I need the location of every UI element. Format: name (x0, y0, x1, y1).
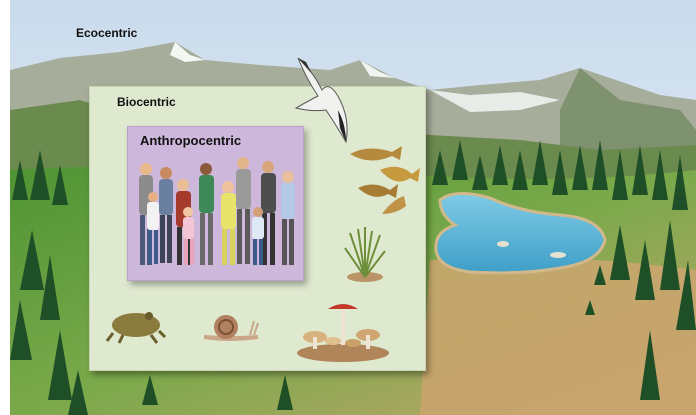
frog-icon (105, 305, 167, 345)
ecocentric-label: Ecocentric (76, 26, 137, 40)
snail-icon (200, 309, 260, 345)
mushrooms-icon (293, 299, 393, 363)
grass-tuft-icon (340, 223, 390, 283)
anthropocentric-panel: Anthropocentric (127, 126, 304, 281)
people-icon (128, 127, 303, 280)
biocentric-label: Biocentric (117, 95, 176, 109)
biocentric-panel: Biocentric Anthropocentric (89, 86, 426, 371)
